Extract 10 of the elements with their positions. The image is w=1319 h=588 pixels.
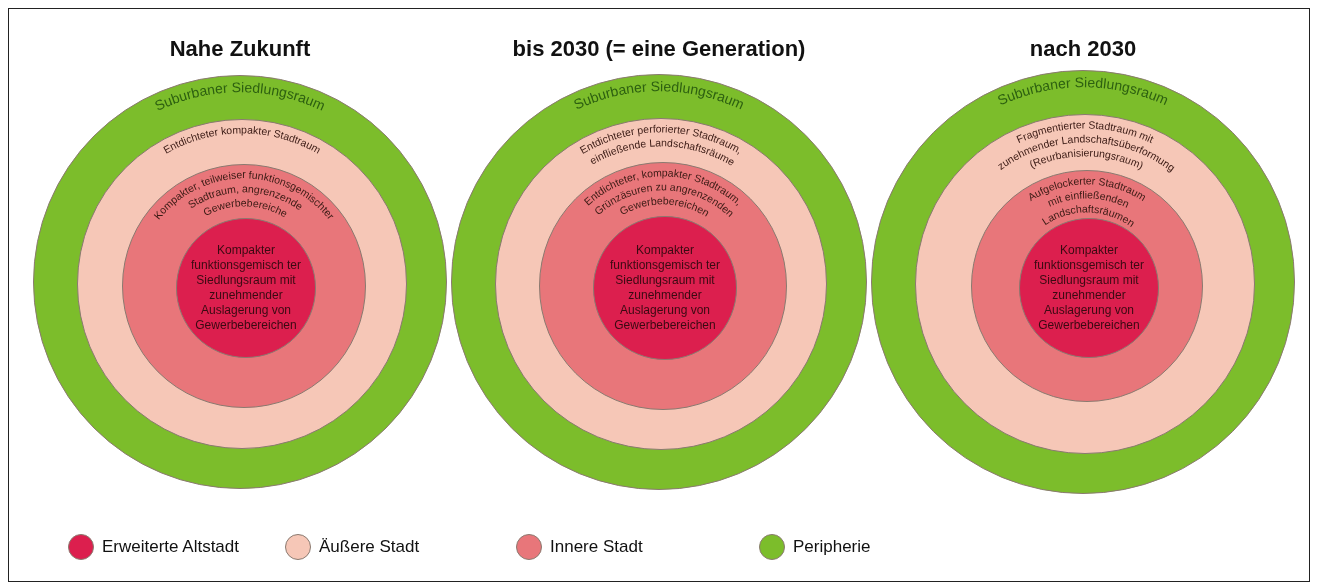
legend-label: Innere Stadt (550, 537, 643, 557)
zone-label: Kompakter funktionsgemisch ter Siedlungsraum mit zunehmender Auslagerung von Gewerbebereichen (608, 243, 721, 333)
legend-label: Peripherie (793, 537, 871, 557)
zone-label: Kompakter funktionsgemisch ter Siedlungsraum mit zunehmender Auslagerung von Gewerbebereichen (1032, 243, 1145, 333)
heading: bis 2030 (= eine Generation) (512, 36, 806, 62)
zone-label: Kompakter funktionsgemisch ter Siedlungsraum mit zunehmender Auslagerung von Gewerbebereichen (189, 243, 302, 333)
legend-label: Erweiterte Altstadt (102, 537, 239, 557)
heading: nach 2030 (1029, 36, 1137, 62)
legend-label: Äußere Stadt (319, 537, 420, 557)
heading: Nahe Zukunft (169, 36, 311, 62)
